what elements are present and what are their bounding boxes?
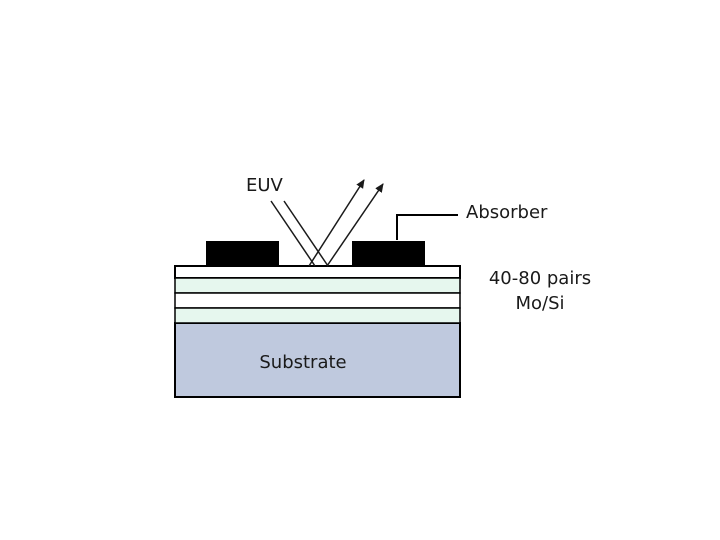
euv-rays [270,179,384,267]
multilayer-layer [174,277,461,294]
euv-label: EUV [246,175,284,196]
multilayer-layer [174,292,461,309]
multilayer-label-line2: Mo/Si [515,293,564,314]
multilayer-label-line1: 40-80 pairs [489,268,591,289]
substrate-block [174,322,461,398]
multilayer-layer [174,307,461,324]
absorber-label: Absorber [466,202,548,223]
euv-reflected-ray [308,179,365,267]
multilayer-stack [174,265,461,324]
absorber-block-left [206,241,279,266]
euv-incident-ray [270,200,316,267]
multilayer-layer [174,265,461,279]
absorber-block-right [352,241,425,266]
euv-incident-ray [283,200,329,267]
euv-reflected-ray [326,183,384,267]
absorber-leader-line [396,214,458,240]
substrate-label: Substrate [259,352,346,373]
